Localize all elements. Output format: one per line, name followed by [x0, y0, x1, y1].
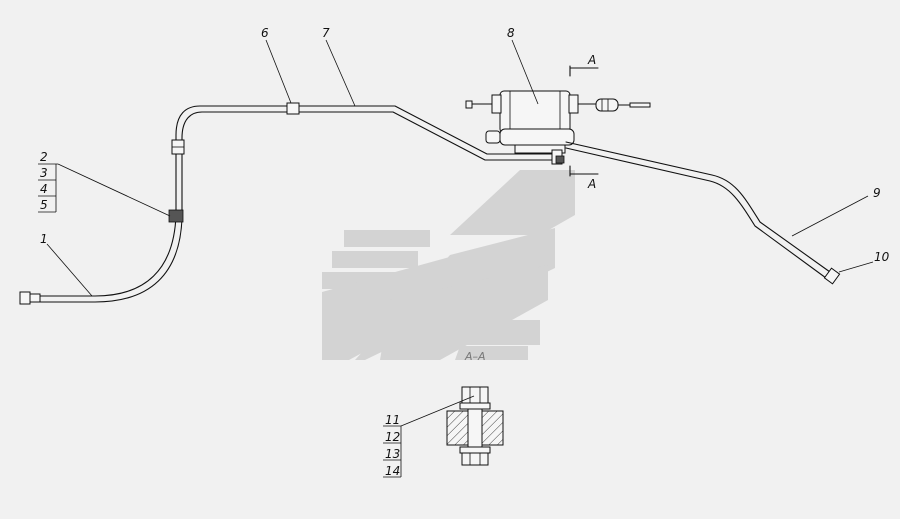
callout-10: 10 — [874, 250, 890, 264]
callout-11: 11 — [385, 413, 400, 427]
section-view-label: A–A — [464, 350, 486, 363]
section-label-top: A — [587, 53, 596, 67]
callout-14: 14 — [385, 464, 400, 478]
leader-lines — [38, 39, 874, 478]
callout-9: 9 — [873, 186, 881, 200]
callout-12: 12 — [385, 430, 400, 444]
callout-3: 3 — [40, 166, 48, 180]
fuel-filter — [465, 90, 651, 165]
watermark-logo — [322, 170, 575, 360]
callout-2: 2 — [40, 150, 48, 164]
fuel-pipe-right — [565, 141, 841, 285]
callout-4: 4 — [40, 182, 48, 196]
callout-numbers: 1 2 3 4 5 6 7 8 9 10 11 12 13 14 — [40, 26, 890, 478]
callout-1: 1 — [40, 232, 48, 246]
callout-13: 13 — [385, 447, 400, 461]
section-detail — [446, 386, 504, 466]
section-markers: A A A–A — [464, 53, 599, 363]
callout-5: 5 — [40, 198, 48, 212]
callout-7: 7 — [322, 26, 330, 40]
section-label-bottom: A — [587, 177, 596, 191]
callout-6: 6 — [261, 26, 269, 40]
fuel-pipe-left — [19, 102, 561, 305]
callout-8: 8 — [507, 26, 515, 40]
